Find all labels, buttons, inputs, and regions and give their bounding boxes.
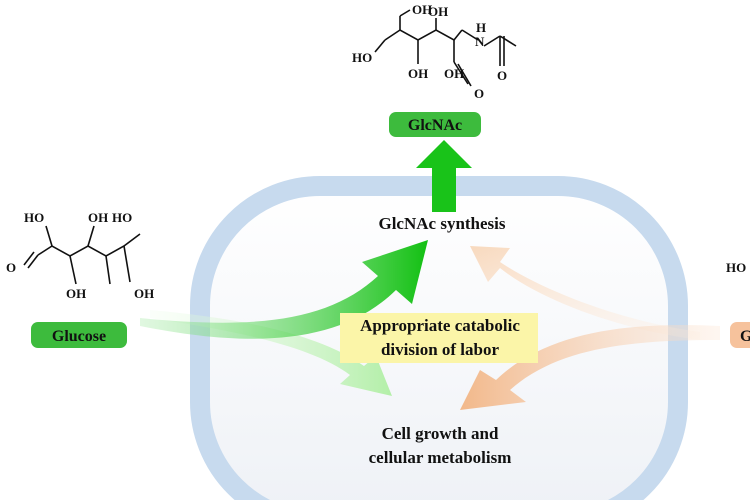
growth-label-line1: Cell growth and — [382, 424, 499, 443]
glcnac-oh-lower-left: OH — [408, 66, 428, 81]
glcnac-nh-h: H — [476, 20, 486, 35]
glcnac-pill-label: GlcNAc — [408, 117, 462, 134]
division-highlight-box — [340, 313, 538, 363]
right-molecule-fragment: HO — [726, 260, 746, 275]
glucose-o-aldehyde: O — [6, 260, 16, 275]
right-pill-fragment: G — [730, 322, 750, 348]
glcnac-o-carbonyl: O — [497, 68, 507, 83]
light-green-arrow — [150, 310, 392, 396]
glcnac-molecule-labels: OH OH HO OH OH N H O O — [352, 2, 507, 101]
glucose-ho-1: HO — [24, 210, 44, 225]
glucose-molecule-labels: HO OH HO OH OH O — [6, 210, 154, 301]
glcnac-ho-left: HO — [352, 50, 372, 65]
glucose-oh-2: OH — [88, 210, 108, 225]
right-pill-label: G — [740, 328, 750, 345]
glucose-molecule — [23, 225, 141, 285]
growth-label-line2: cellular metabolism — [369, 448, 512, 467]
orange-arrow — [460, 324, 720, 410]
glcnac-pill: GlcNAc — [389, 112, 481, 137]
synthesis-label: GlcNAc synthesis — [378, 214, 505, 233]
division-label-line1: Appropriate catabolic — [360, 316, 520, 335]
glcnac-oh-upper: OH — [428, 4, 448, 19]
glucose-pill-label: Glucose — [52, 328, 106, 345]
green-arrow-up — [416, 140, 472, 212]
glucose-ho-3: HO — [112, 210, 132, 225]
glcnac-molecule — [374, 9, 517, 87]
glcnac-nh: N — [475, 34, 485, 49]
glcnac-oh-top: OH — [412, 2, 432, 17]
glcnac-oh-lower-mid: OH — [444, 66, 464, 81]
division-label-line2: division of labor — [381, 340, 500, 359]
glucose-oh-4: OH — [66, 286, 86, 301]
glucose-pill: Glucose — [31, 322, 127, 348]
glucose-oh-5: OH — [134, 286, 154, 301]
glcnac-o-aldehyde: O — [474, 86, 484, 101]
